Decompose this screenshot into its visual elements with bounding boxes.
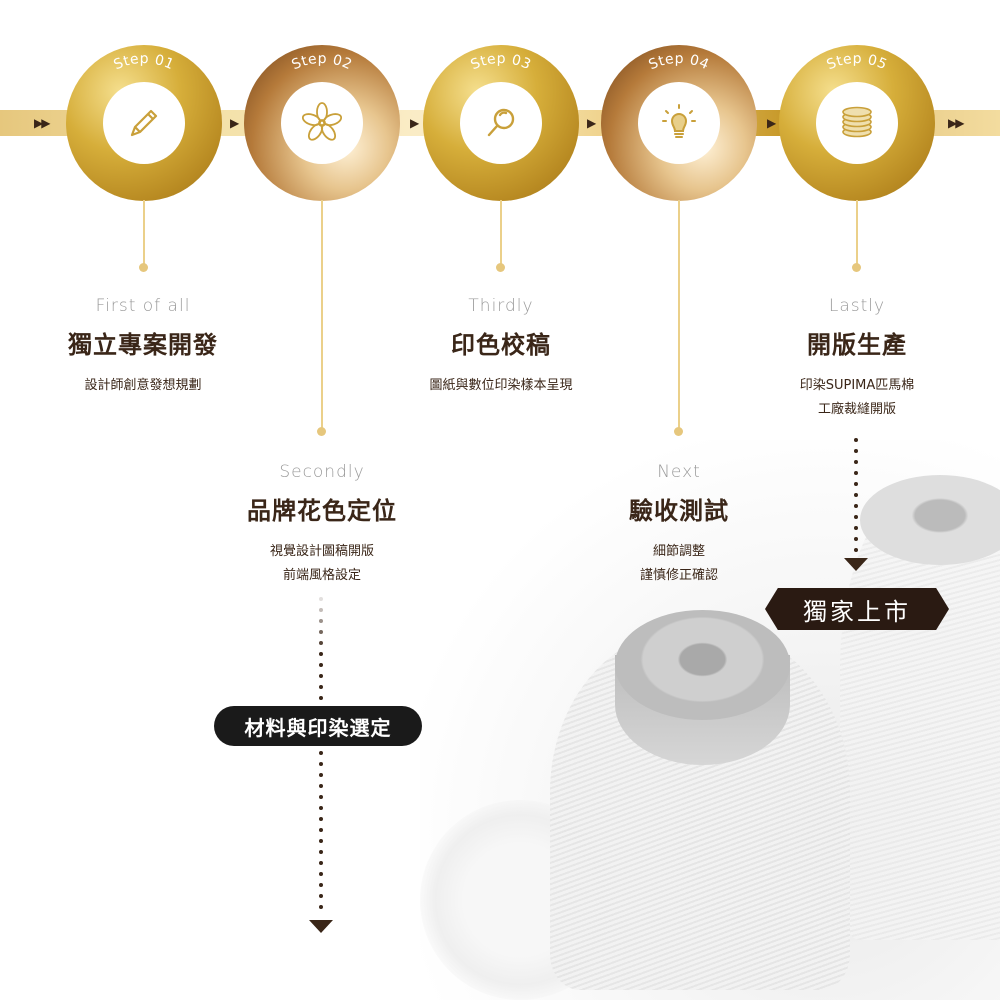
connector-line — [500, 200, 502, 266]
stage-1-title: 獨立專案開發 — [68, 331, 218, 359]
svg-text:Step 03: Step 03 — [468, 51, 533, 73]
coin-stack-icon — [842, 106, 872, 138]
connector-dot — [852, 263, 861, 272]
svg-text:Step 01: Step 01 — [111, 51, 176, 73]
stage-4-title: 驗收測試 — [629, 497, 729, 525]
connector-dot — [317, 427, 326, 436]
step-3-circle: Step 03 — [423, 45, 579, 201]
arrow-icon: ▶ — [587, 116, 596, 130]
exclusive-launch-badge: 獨家上市 — [765, 588, 949, 630]
step-4-badge: Step 04 — [646, 51, 711, 73]
dotted-arrow-line — [853, 438, 859, 559]
connector-dot — [674, 427, 683, 436]
step-2-circle: Step 02 — [244, 45, 400, 201]
stage-1-desc: 設計師創意發想規劃 — [84, 378, 202, 393]
material-badge: 材料與印染選定 — [214, 706, 422, 746]
arrow-icon: ▶ — [230, 116, 239, 130]
arrow-icon: ▶ — [767, 116, 776, 130]
down-arrow-icon — [844, 558, 868, 571]
svg-text:Step 05: Step 05 — [824, 51, 889, 73]
stage-5-title: 開版生產 — [807, 331, 907, 359]
magnifier-icon — [487, 108, 515, 137]
flower-icon — [301, 102, 343, 141]
arrow-icon: ▶ — [410, 116, 419, 130]
step-2-badge: Step 02 — [289, 51, 354, 73]
connector-dot — [496, 263, 505, 272]
dotted-arrow-line — [318, 597, 324, 916]
stage-5-en: Lastly — [828, 296, 886, 316]
lightbulb-icon — [662, 104, 696, 138]
stage-3-title: 印色校稿 — [451, 331, 551, 359]
stage-3-en: Thirdly — [468, 296, 534, 316]
step-4-circle: Step 04 — [601, 45, 757, 201]
stage-5-desc: 印染SUPIMA匹馬棉工廠裁縫開版 — [799, 378, 915, 417]
step-5-badge: Step 05 — [824, 51, 889, 73]
stage-5: Lastly 開版生產 印染SUPIMA匹馬棉工廠裁縫開版 — [727, 296, 987, 422]
stage-2-title: 品牌花色定位 — [247, 497, 397, 525]
down-arrow-icon — [309, 920, 333, 933]
stage-2: Secondly 品牌花色定位 視覺設計圖稿開版前端風格設定 — [192, 462, 452, 588]
connector-line — [856, 200, 858, 266]
arrow-icon: ▶▶ — [34, 116, 51, 130]
step-1-badge: Step 01 — [111, 51, 176, 73]
connector-dot — [139, 263, 148, 272]
stage-4-en: Next — [657, 462, 701, 482]
svg-text:Step 02: Step 02 — [289, 51, 354, 73]
stage-4-desc: 細節調整謹慎修正確認 — [639, 544, 718, 583]
stage-1: First of all 獨立專案開發 設計師創意發想規劃 — [13, 296, 273, 398]
stage-4: Next 驗收測試 細節調整謹慎修正確認 — [549, 462, 809, 588]
stage-2-en: Secondly — [279, 462, 365, 482]
thread-spools-photo — [420, 440, 1000, 1000]
step-3-badge: Step 03 — [468, 51, 533, 73]
step-5-circle: Step 05 — [779, 45, 935, 201]
pencil-icon — [130, 109, 158, 137]
svg-text:Step 04: Step 04 — [646, 51, 711, 73]
stage-2-desc: 視覺設計圖稿開版前端風格設定 — [269, 544, 374, 583]
stage-1-en: First of all — [95, 296, 191, 316]
step-1-circle: Step 01 — [66, 45, 222, 201]
connector-line — [321, 200, 323, 430]
arrow-icon: ▶▶ — [948, 116, 965, 130]
connector-line — [678, 200, 680, 430]
stage-3: Thirdly 印色校稿 圖紙與數位印染樣本呈現 — [371, 296, 631, 398]
connector-line — [143, 200, 145, 266]
stage-3-desc: 圖紙與數位印染樣本呈現 — [429, 378, 573, 393]
